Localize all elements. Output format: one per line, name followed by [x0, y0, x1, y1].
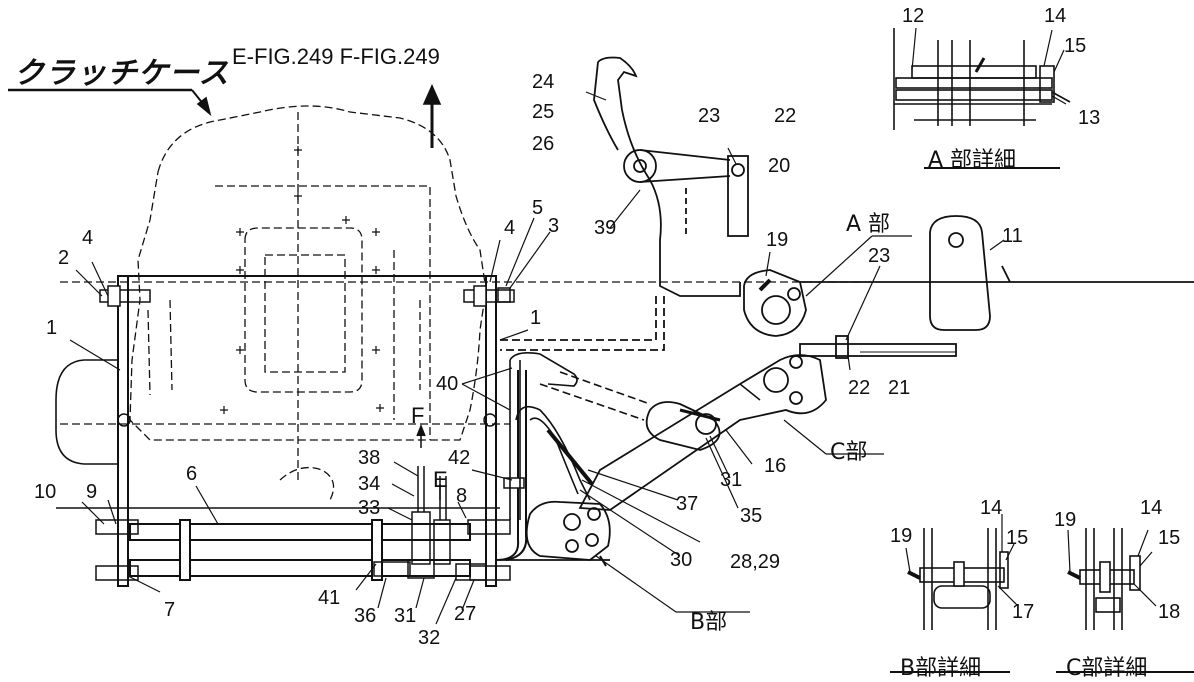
part-label-5: 5: [532, 197, 544, 219]
hose-fittings: [373, 370, 528, 581]
detail-c-label-15: 15: [1158, 527, 1181, 549]
leader-lines: [69, 91, 1005, 625]
part-label-42: 42: [448, 447, 471, 469]
section-label-b: B部: [690, 610, 728, 635]
flow-label-e: E: [433, 467, 448, 492]
part-label-11: 11: [1002, 225, 1023, 247]
part-label-32: 32: [418, 627, 441, 649]
figure-references: E-FIG.249 F-FIG.249: [232, 44, 440, 69]
frame-plates: [117, 275, 497, 587]
part-label-30: 30: [670, 549, 693, 571]
lug-11: [800, 215, 1194, 331]
title-leader: [8, 88, 212, 117]
detail-c-label-14: 14: [1140, 497, 1163, 519]
section-label-c: C部: [830, 440, 868, 465]
detail-c-label-18: 18: [1158, 601, 1181, 623]
clutch-case-outline: [60, 105, 860, 501]
flow-label-f: F: [411, 403, 425, 428]
part-label-36: 36: [354, 605, 377, 627]
part-label-4-left: 4: [82, 227, 94, 249]
part-label-40: 40: [436, 373, 459, 395]
bracket-b: [500, 500, 611, 561]
detail-a-label-15: 15: [1064, 35, 1087, 57]
detail-a-label-12: 12: [902, 5, 925, 27]
detail-c-drawing: [1056, 528, 1194, 673]
part-label-34: 34: [358, 473, 381, 495]
part-label-26: 26: [532, 133, 555, 155]
part-label-25: 25: [532, 101, 555, 123]
part-label-21: 21: [888, 377, 911, 399]
part-label-33: 33: [358, 497, 381, 519]
detail-b-label-14: 14: [980, 497, 1003, 519]
part-label-27: 27: [454, 603, 477, 625]
part-label-4-right: 4: [504, 217, 516, 239]
pivot-a: [743, 269, 807, 337]
diagram-title: クラッチケース: [14, 56, 230, 91]
part-label-8: 8: [456, 485, 468, 507]
part-label-16: 16: [764, 455, 787, 477]
up-arrow: [422, 84, 442, 148]
detail-leaders: [905, 27, 1157, 607]
part-label-9: 9: [86, 481, 98, 503]
part-label-3: 3: [548, 215, 560, 237]
part-label-31-bottom: 31: [394, 605, 417, 627]
part-label-7: 7: [164, 599, 176, 621]
part-label-24: 24: [532, 71, 555, 93]
left-lobe: [55, 359, 118, 465]
part-label-1-right: 1: [530, 307, 542, 329]
hoses-40: [509, 352, 721, 520]
cross-shafts: [129, 519, 471, 581]
part-label-2: 2: [58, 247, 70, 269]
detail-b-label-17: 17: [1012, 601, 1035, 623]
part-label-31-right: 31: [720, 469, 743, 491]
part-label-28-29: 28,29: [730, 551, 781, 573]
detail-title-c: C部詳細: [1066, 656, 1148, 681]
part-label-41: 41: [318, 587, 341, 609]
pedal-arm: [500, 56, 749, 351]
section-label-a: A 部: [846, 212, 891, 237]
part-label-1-left: 1: [46, 317, 58, 339]
part-label-6: 6: [186, 463, 198, 485]
part-label-10: 10: [34, 481, 57, 503]
part-label-20: 20: [768, 155, 791, 177]
detail-a-label-14: 14: [1044, 5, 1067, 27]
detail-b-drawing: [890, 528, 1010, 673]
part-label-39: 39: [594, 217, 617, 239]
part-label-38: 38: [358, 447, 381, 469]
bolts: [95, 285, 515, 581]
detail-a-label-13: 13: [1078, 107, 1101, 129]
detail-b-label-19: 19: [890, 525, 913, 547]
detail-title-b: B部詳細: [900, 656, 982, 681]
detail-title-a: A 部詳細: [928, 148, 1017, 173]
part-label-23-top: 23: [698, 105, 721, 127]
part-label-22-top: 22: [774, 105, 797, 127]
rod-21: [799, 335, 957, 359]
detail-c-label-19: 19: [1054, 509, 1077, 531]
part-label-19-main: 19: [766, 229, 789, 251]
part-label-23-right: 23: [868, 245, 891, 267]
linkage-c: [578, 354, 827, 511]
part-label-35: 35: [740, 505, 763, 527]
detail-a-drawing: [893, 28, 1071, 169]
case-holes: [220, 146, 384, 414]
part-label-37: 37: [676, 493, 699, 515]
part-label-22-bottom: 22: [848, 377, 871, 399]
detail-b-label-15: 15: [1006, 527, 1029, 549]
